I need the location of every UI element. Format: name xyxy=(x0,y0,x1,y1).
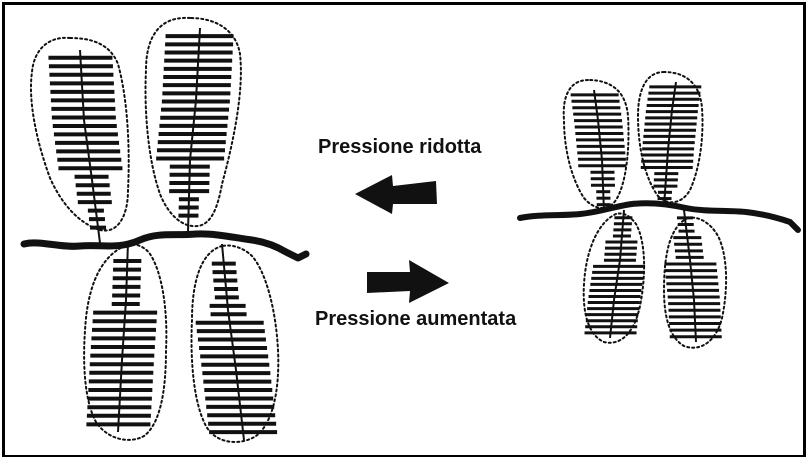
arrow-left-icon xyxy=(355,175,437,214)
condensed-loop-upper-left xyxy=(564,80,629,212)
loop-lower-left xyxy=(84,242,166,440)
loop-axis xyxy=(188,28,200,232)
pressure-reduced-label: Pressione ridotta xyxy=(318,136,481,159)
condensed-loop-upper-right xyxy=(638,72,703,206)
chromatin-backbone-condensed xyxy=(520,203,798,230)
condensed-chromosome-group xyxy=(520,72,798,348)
loop-lower-right xyxy=(192,244,279,442)
chromatin-backbone xyxy=(24,234,306,258)
condensed-loop-lower-left xyxy=(584,210,645,343)
loop-upper-left xyxy=(31,38,129,243)
loop-upper-right xyxy=(146,18,241,232)
pressure-increased-label: Pressione aumentata xyxy=(315,308,516,331)
loop-outline xyxy=(192,245,279,441)
expanded-chromosome-group xyxy=(24,18,306,442)
arrow-right-icon xyxy=(367,260,449,303)
arrows-group xyxy=(355,175,449,303)
condensed-loop-lower-right xyxy=(664,210,726,348)
loop-outline xyxy=(84,244,166,440)
loop-axis xyxy=(80,50,100,243)
